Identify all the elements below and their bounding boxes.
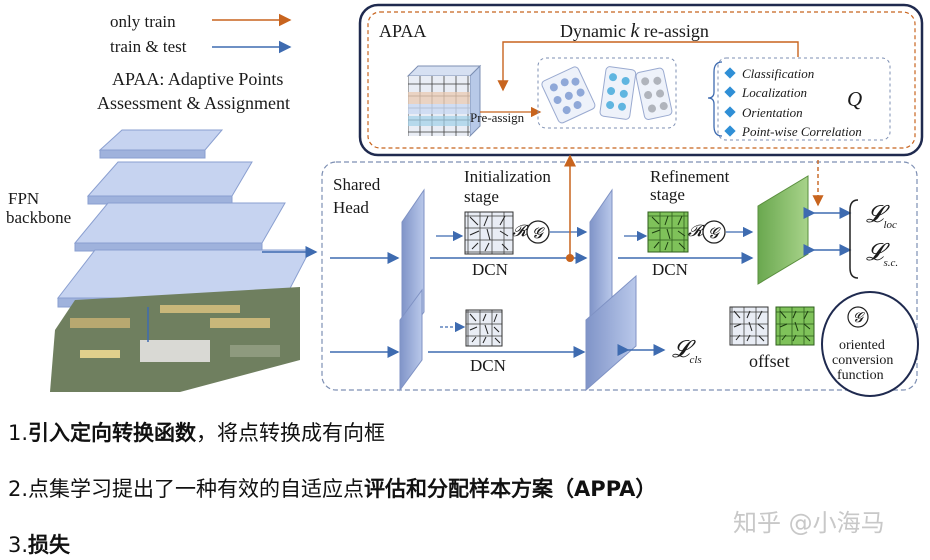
oriented-line1: oriented <box>839 338 885 353</box>
architecture-diagram: only train train & test APAA: Adaptive P… <box>6 3 924 397</box>
fpn-label-line1: FPN <box>8 189 39 208</box>
caption-1: 1.引入定向转换函数，将点转换成有向框 <box>8 421 386 445</box>
head-dashed-box <box>321 161 918 391</box>
criterion-orientation: Orientation <box>742 105 803 120</box>
oriented-conversion-ellipse <box>821 291 919 397</box>
g-symbol-refine: 𝓖 <box>708 226 721 242</box>
criteria-box <box>717 57 891 141</box>
shared-head-line1: Shared <box>333 175 381 194</box>
fpn-layers <box>56 129 311 308</box>
shared-head-line2: Head <box>333 198 369 217</box>
criteria-brace <box>707 61 723 137</box>
fpn-label-line2: backbone <box>6 208 71 227</box>
pre-assign-label: Pre-assign <box>470 110 525 125</box>
init-stage-line2: stage <box>464 187 499 206</box>
dcn-label-init: DCN <box>472 260 508 279</box>
shared-head-feature-bottom <box>399 288 423 392</box>
legend-train-test: train & test <box>110 37 187 56</box>
legend-apaa-line1: APAA: Adaptive Points <box>112 69 283 89</box>
criterion-classification: Classification <box>742 66 814 81</box>
dcn-label-cls: DCN <box>470 356 506 375</box>
refine-stage-line1: Refinement <box>650 167 730 186</box>
caption-2: 2.点集学习提出了一种有效的自适应点评估和分配样本方案（APPA） <box>8 477 657 501</box>
point-groups-box <box>537 57 677 129</box>
point-group-3 <box>635 67 673 120</box>
q-symbol: Q <box>847 87 862 111</box>
offset-label: offset <box>749 351 790 371</box>
apaa-inner-dashed <box>367 11 916 149</box>
feature-cube <box>406 64 482 138</box>
g-symbol-legend: 𝓖 <box>853 311 865 326</box>
g-symbol-init: 𝓖 <box>532 226 545 242</box>
oriented-line3: function <box>837 368 884 383</box>
aerial-image <box>50 287 300 392</box>
init-stage-line1: Initialization <box>464 167 551 186</box>
legend-apaa-line2: Assessment & Assignment <box>97 93 290 113</box>
dcn-label-refine: DCN <box>652 260 688 279</box>
caption-3: 3.损失 <box>8 533 71 557</box>
criterion-localization: Localization <box>741 85 807 100</box>
criterion-point-correlation: Point-wise Correlation <box>741 124 862 139</box>
apaa-title: APAA <box>379 21 426 41</box>
r-symbol-init: 𝓡 <box>512 223 530 240</box>
oriented-line2: conversion <box>832 353 893 368</box>
point-group-1 <box>541 66 596 124</box>
loss-loc: 𝓛loc <box>866 202 897 231</box>
refine-feature-map <box>757 175 809 285</box>
r-symbol-refine: 𝓡 <box>688 223 706 240</box>
watermark: 知乎 @小海马 <box>733 509 885 537</box>
loss-sc: 𝓛s.c. <box>866 240 898 269</box>
reassign-loop-arrow <box>497 41 799 92</box>
criteria-list: Classification Localization Orientation … <box>724 66 862 139</box>
loss-cls: 𝓛cls <box>672 337 702 366</box>
refine-stage-line2: stage <box>650 185 685 204</box>
point-group-2 <box>599 66 637 120</box>
legend-only-train: only train <box>110 12 176 31</box>
dynamic-reassign-label: Dynamic k re-assign <box>560 20 709 42</box>
